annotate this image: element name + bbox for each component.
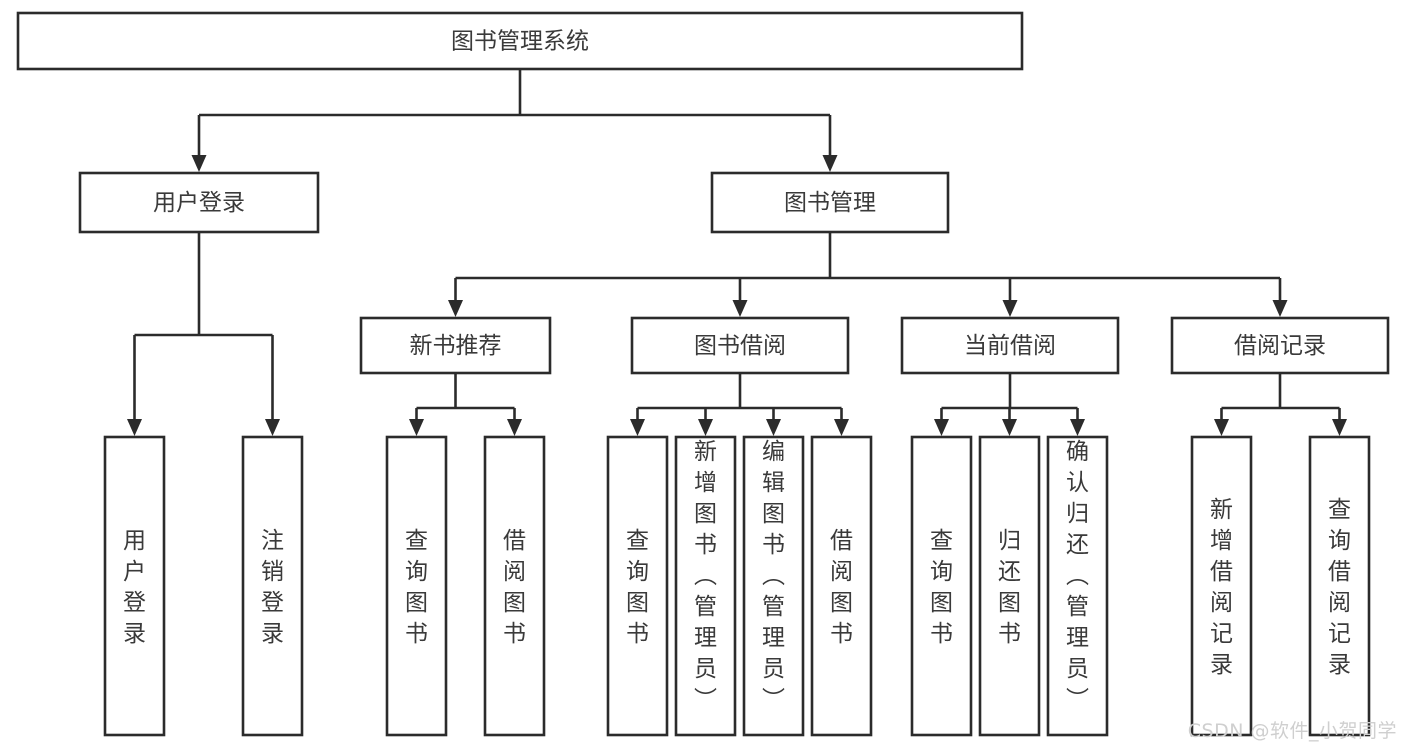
- leaf-node-4[interactable]: 查询图书: [606, 435, 669, 737]
- root-node-图书管理系统[interactable]: 图书管理系统: [16, 11, 1024, 71]
- leaf-node-0-box[interactable]: [103, 435, 166, 737]
- level3-node-图书借阅-box[interactable]: [630, 316, 850, 375]
- level3-node-新书推荐-box[interactable]: [359, 316, 552, 375]
- leaf-node-2-label: 查询图书: [405, 528, 428, 647]
- leaf-node-3[interactable]: 借阅图书: [483, 435, 546, 737]
- leaf-node-11-box[interactable]: [1190, 435, 1253, 737]
- leaf-node-9-label: 归还图书: [998, 528, 1021, 647]
- level3-node-新书推荐-label: 新书推荐: [410, 333, 502, 359]
- conn-图书借阅-arrow-2: [766, 419, 781, 436]
- level3-node-当前借阅[interactable]: 当前借阅: [900, 316, 1120, 375]
- conn-借阅记录-arrow-1: [1332, 419, 1347, 436]
- leaf-node-8-box[interactable]: [910, 435, 973, 737]
- conn-借阅记录-arrow-0: [1214, 419, 1229, 436]
- leaf-node-10-label: 确认归还︵管理员︶: [1066, 439, 1089, 713]
- level3-node-借阅记录-label: 借阅记录: [1234, 333, 1326, 359]
- level2-node-用户登录-box[interactable]: [78, 171, 320, 234]
- conn-图书借阅-arrow-3: [834, 419, 849, 436]
- conn-当前借阅-arrow-1: [1002, 419, 1017, 436]
- nodes-layer: 图书管理系统用户登录图书管理新书推荐图书借阅当前借阅借阅记录用户登录注销登录查询…: [16, 11, 1390, 737]
- level2-node-用户登录[interactable]: 用户登录: [78, 171, 320, 234]
- conn-图书借阅-arrow-0: [630, 419, 645, 436]
- leaf-node-7[interactable]: 借阅图书: [810, 435, 873, 737]
- conn-当前借阅-arrow-2: [1070, 419, 1085, 436]
- level3-node-借阅记录-box[interactable]: [1170, 316, 1390, 375]
- level2-node-图书管理-label: 图书管理: [784, 190, 876, 216]
- level2-node-用户登录-label: 用户登录: [153, 190, 245, 216]
- leaf-node-4-label: 查询图书: [626, 528, 649, 647]
- level2-node-图书管理[interactable]: 图书管理: [710, 171, 950, 234]
- leaf-node-2-box[interactable]: [385, 435, 448, 737]
- leaf-node-12-box[interactable]: [1308, 435, 1371, 737]
- leaf-node-0-label: 用户登录: [123, 528, 146, 647]
- leaf-node-8-label: 查询图书: [930, 528, 953, 647]
- conn-book-manage-arrow-0: [448, 300, 463, 317]
- conn-root-arrow-0: [191, 155, 207, 172]
- level3-node-图书借阅-label: 图书借阅: [694, 333, 786, 359]
- leaf-node-9[interactable]: 归还图书: [978, 435, 1041, 737]
- level3-node-当前借阅-box[interactable]: [900, 316, 1120, 375]
- conn-新书推荐-arrow-1: [507, 419, 522, 436]
- leaf-node-11[interactable]: 新增借阅记录: [1190, 435, 1253, 737]
- conn-book-manage-arrow-2: [1002, 300, 1018, 317]
- leaf-node-7-label: 借阅图书: [830, 528, 853, 647]
- leaf-node-0[interactable]: 用户登录: [103, 435, 166, 737]
- leaf-node-6-label: 编辑图书︵管理员︶: [762, 439, 785, 713]
- leaf-node-5-box[interactable]: [674, 435, 737, 737]
- leaf-node-5[interactable]: 新增图书︵管理员︶: [674, 435, 737, 737]
- conn-user-login-arrow-0: [127, 419, 142, 436]
- leaf-node-9-box[interactable]: [978, 435, 1041, 737]
- conn-新书推荐-arrow-0: [409, 419, 424, 436]
- level3-node-图书借阅[interactable]: 图书借阅: [630, 316, 850, 375]
- level3-node-新书推荐[interactable]: 新书推荐: [359, 316, 552, 375]
- leaf-node-1-box[interactable]: [241, 435, 304, 737]
- conn-当前借阅-arrow-0: [934, 419, 949, 436]
- leaf-node-3-box[interactable]: [483, 435, 546, 737]
- leaf-node-7-box[interactable]: [810, 435, 873, 737]
- root-node-图书管理系统-box[interactable]: [16, 11, 1024, 71]
- leaf-node-12-label: 查询借阅记录: [1328, 497, 1351, 678]
- level3-node-当前借阅-label: 当前借阅: [964, 333, 1056, 359]
- conn-book-manage-arrow-1: [732, 300, 748, 317]
- leaf-node-10-box[interactable]: [1046, 435, 1109, 737]
- csdn-watermark: CSDN @软件_小贺同学: [1187, 720, 1397, 742]
- conn-root-arrow-1: [822, 155, 838, 172]
- leaf-node-5-label: 新增图书︵管理员︶: [694, 439, 717, 713]
- conn-user-login-arrow-1: [265, 419, 280, 436]
- conn-图书借阅-arrow-1: [698, 419, 713, 436]
- leaf-node-3-label: 借阅图书: [503, 528, 526, 647]
- connectors-layer: [127, 69, 1347, 436]
- leaf-node-6[interactable]: 编辑图书︵管理员︶: [742, 435, 805, 737]
- leaf-node-11-label: 新增借阅记录: [1210, 497, 1233, 678]
- leaf-node-4-box[interactable]: [606, 435, 669, 737]
- level2-node-图书管理-box[interactable]: [710, 171, 950, 234]
- level3-node-借阅记录[interactable]: 借阅记录: [1170, 316, 1390, 375]
- conn-book-manage-arrow-3: [1272, 300, 1288, 317]
- leaf-node-2[interactable]: 查询图书: [385, 435, 448, 737]
- leaf-node-1-label: 注销登录: [261, 528, 284, 647]
- root-node-图书管理系统-label: 图书管理系统: [451, 29, 589, 55]
- leaf-node-12[interactable]: 查询借阅记录: [1308, 435, 1371, 737]
- leaf-node-8[interactable]: 查询图书: [910, 435, 973, 737]
- leaf-node-6-box[interactable]: [742, 435, 805, 737]
- leaf-node-1[interactable]: 注销登录: [241, 435, 304, 737]
- leaf-node-10[interactable]: 确认归还︵管理员︶: [1046, 435, 1109, 737]
